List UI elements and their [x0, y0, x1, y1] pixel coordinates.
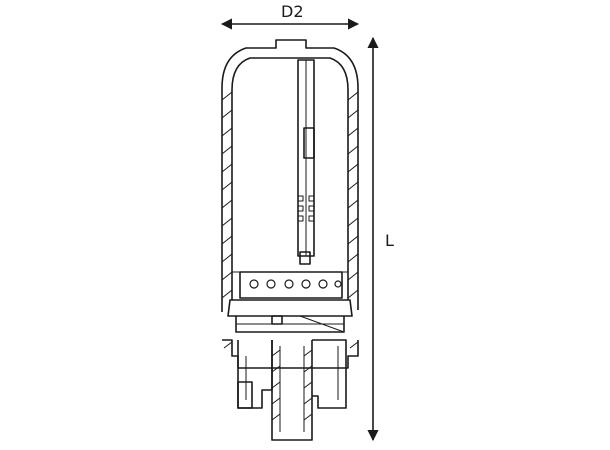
- inner-housing-wall: [231, 57, 349, 300]
- diameter-label: D2: [281, 2, 304, 21]
- rod-tip: [299, 251, 311, 265]
- filter-element-holes: [249, 279, 342, 289]
- base-slot-left: [271, 315, 283, 325]
- collar-hatching: [223, 341, 359, 349]
- filter-base: [227, 299, 353, 317]
- outer-housing: [221, 39, 359, 312]
- outlet-block: [237, 340, 273, 409]
- left-wall-hatching: [221, 91, 233, 299]
- rod-bracket: [303, 127, 315, 159]
- right-cap: [312, 339, 347, 409]
- length-label: L: [385, 231, 394, 250]
- outlet-pipe: [271, 340, 313, 441]
- outlet-pipe-hatching: [271, 349, 313, 421]
- outlet-port: [237, 381, 253, 409]
- right-wall-hatching: [347, 91, 359, 299]
- base-diagonal: [299, 315, 345, 333]
- rod-perforations: [297, 195, 315, 222]
